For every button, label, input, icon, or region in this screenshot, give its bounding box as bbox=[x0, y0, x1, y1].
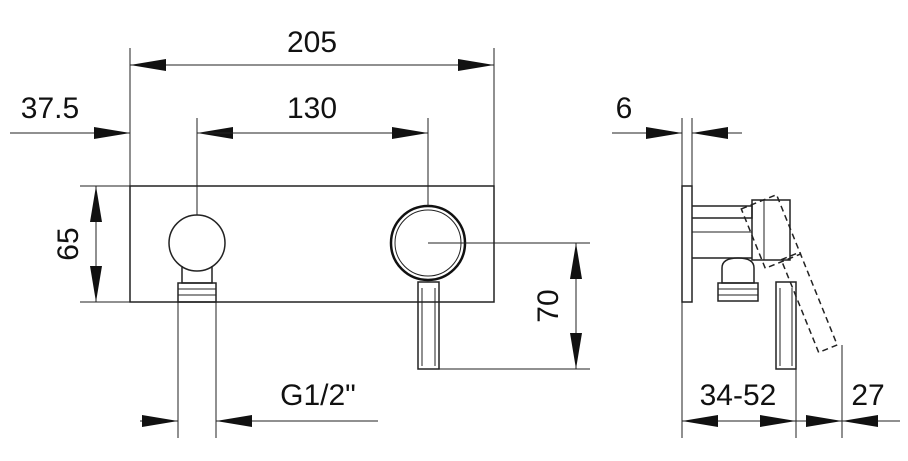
outlet-connector bbox=[168, 214, 226, 272]
side-lever bbox=[775, 281, 797, 370]
dim-130-label: 130 bbox=[287, 92, 337, 125]
dim-34-52-label: 34-52 bbox=[700, 379, 777, 412]
dim-37-5-label: 37.5 bbox=[21, 92, 79, 125]
dim-6-label: 6 bbox=[616, 92, 633, 125]
dim-27-label: 27 bbox=[851, 379, 884, 412]
dim-205-label: 205 bbox=[287, 26, 337, 59]
side-wall-plate bbox=[681, 185, 693, 303]
outlet-thread bbox=[177, 282, 217, 303]
dim-thread-label: G1/2" bbox=[280, 379, 356, 412]
side-view bbox=[681, 185, 839, 370]
front-view bbox=[129, 185, 495, 370]
mixer-lever bbox=[417, 281, 440, 370]
dim-70-label: 70 bbox=[532, 289, 565, 322]
side-dimensions: 6 34-52 27 bbox=[612, 92, 900, 438]
front-dimensions: 205 37.5 130 65 70 G1/2" bbox=[10, 26, 590, 438]
side-lever-rotated bbox=[740, 193, 839, 354]
dim-65-label: 65 bbox=[52, 227, 85, 260]
wall-plate bbox=[129, 185, 495, 303]
